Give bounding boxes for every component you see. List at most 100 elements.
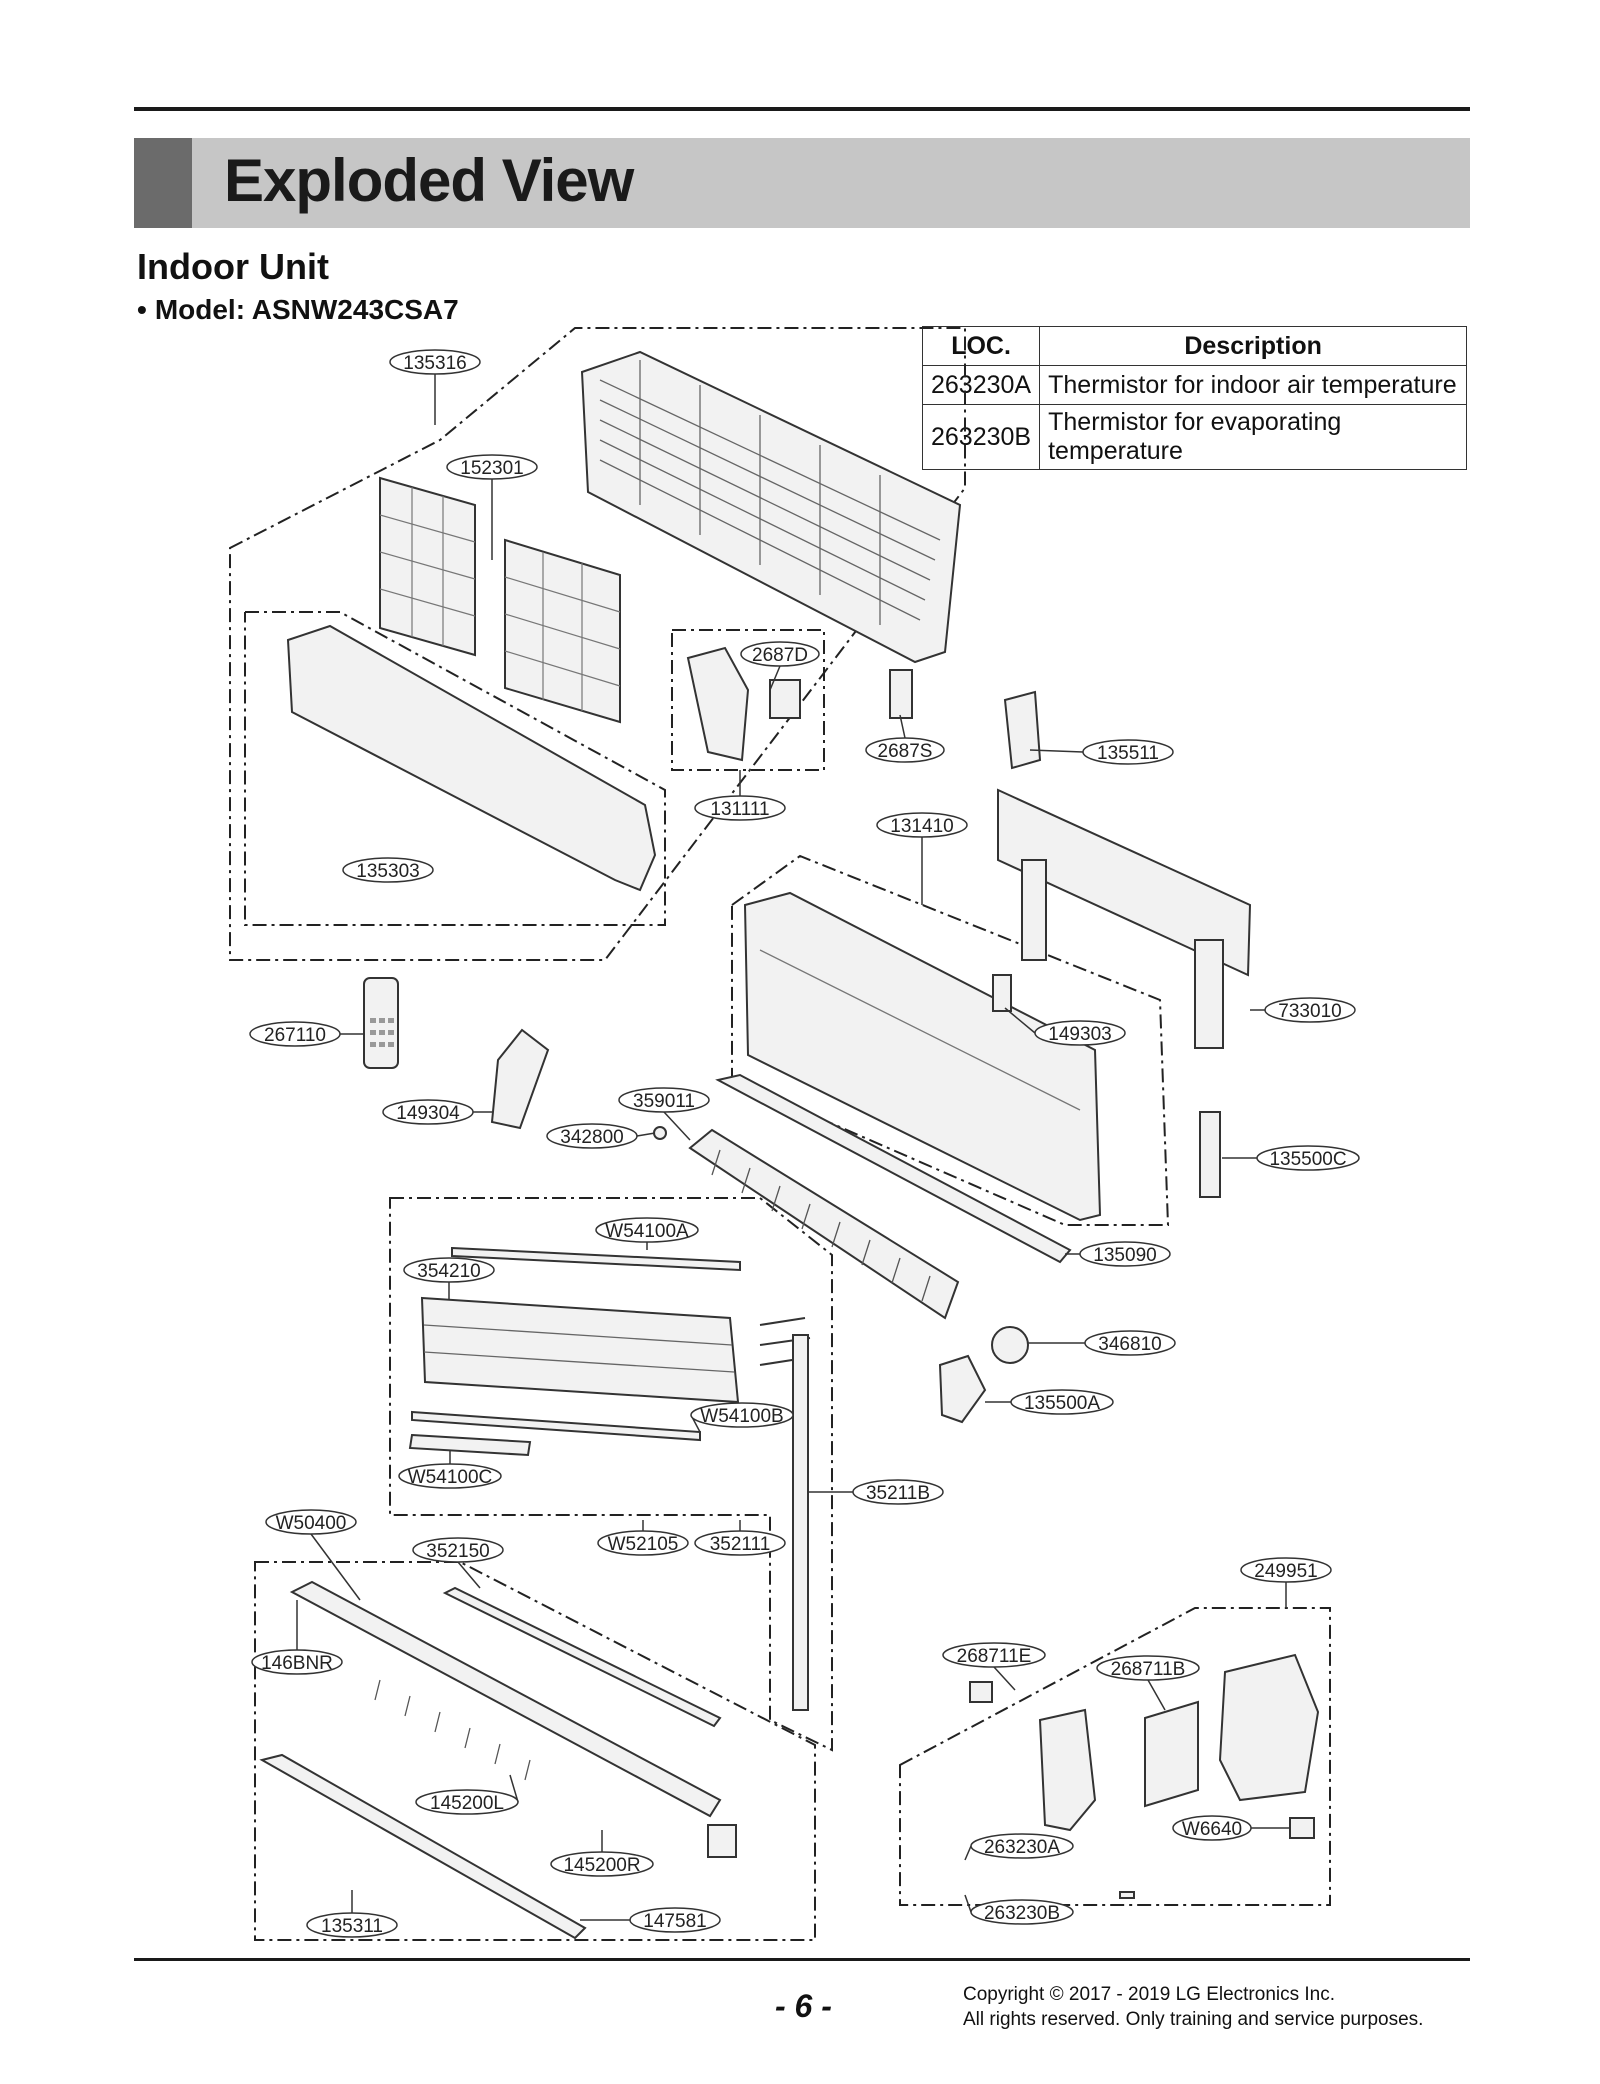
callout-leader xyxy=(310,1533,361,1601)
callout-leader xyxy=(899,714,906,739)
callout: 352150 xyxy=(412,1537,504,1589)
bullet: • xyxy=(137,294,147,325)
callout-label: 267110 xyxy=(264,1025,326,1046)
callout: 346810 xyxy=(1028,1330,1176,1356)
callout-label: 147581 xyxy=(643,1911,706,1932)
callout: 135303 xyxy=(342,857,434,883)
callout-label: 359011 xyxy=(633,1091,695,1112)
callout: 131410 xyxy=(876,812,968,905)
description-cell: Thermistor for evaporating temperature xyxy=(1039,404,1468,470)
chassis-drawing xyxy=(743,891,1102,1222)
callout-leader xyxy=(1029,749,1084,753)
callout-label: 733010 xyxy=(1278,1001,1341,1022)
callout-leader xyxy=(993,1666,1016,1691)
callout-oval xyxy=(595,1217,699,1243)
callout-label: 135500C xyxy=(1269,1149,1346,1170)
seal-lower-drawing xyxy=(408,1433,532,1457)
callout: W52105 xyxy=(597,1520,689,1556)
callout-label: 131410 xyxy=(890,816,953,837)
callout-oval xyxy=(852,1479,944,1505)
seal-bottom-drawing xyxy=(411,1410,701,1442)
copyright-line-1: Copyright © 2017 - 2019 LG Electronics I… xyxy=(963,1984,1336,2005)
callout-label: 145200R xyxy=(563,1855,640,1876)
callout-oval xyxy=(415,1789,519,1815)
callout-oval xyxy=(398,1463,502,1489)
bottom-rule xyxy=(134,1958,1470,1961)
loc-table: LOC. Description 263230A Thermistor for … xyxy=(921,326,1468,470)
callout-oval xyxy=(550,1851,654,1877)
callout-oval xyxy=(403,1257,495,1283)
loc-cell: 263230B xyxy=(921,404,1041,470)
callout: 135316 xyxy=(389,349,481,425)
callout: 135500A xyxy=(985,1389,1114,1415)
heat-exchanger-group-outline xyxy=(389,1197,833,1752)
callout: 359011 xyxy=(618,1087,710,1141)
description-column-header: Description xyxy=(1039,326,1468,366)
loc-cell: 263230A xyxy=(921,365,1041,405)
callout-label: 263230A xyxy=(984,1837,1060,1858)
callout-leader xyxy=(636,1132,656,1137)
callout-leader xyxy=(769,665,781,691)
callout-label: 352111 xyxy=(710,1534,771,1555)
table-row: 263230A Thermistor for indoor air temper… xyxy=(921,365,1468,405)
callout: 268711E xyxy=(942,1642,1046,1691)
seal-top-drawing xyxy=(451,1246,741,1272)
copyright-notice: Copyright © 2017 - 2019 LG Electronics I… xyxy=(963,1982,1423,2032)
control-box-group-outline xyxy=(899,1607,1331,1906)
callout-oval xyxy=(690,1402,794,1428)
cross-flow-fan-drawing xyxy=(688,1128,960,1320)
callout-oval xyxy=(251,1649,343,1675)
section-banner: Exploded View xyxy=(134,138,1470,228)
callout: 268711B xyxy=(1096,1655,1200,1711)
component-drawings xyxy=(259,350,1320,1940)
callout-oval xyxy=(446,454,538,480)
callout-leader xyxy=(457,1561,481,1589)
remote-holder-drawing xyxy=(490,1028,550,1130)
callout-label: 135511 xyxy=(1097,743,1159,764)
control-box-drawing xyxy=(969,1653,1320,1899)
callout: W54100B xyxy=(690,1402,794,1433)
callout: W54100A xyxy=(595,1217,699,1250)
callout-oval xyxy=(1240,1557,1332,1583)
callout-label: W54100B xyxy=(700,1406,783,1427)
callout-oval xyxy=(629,1907,721,1933)
callout-oval xyxy=(740,641,820,667)
callout-leader xyxy=(663,1111,691,1141)
callout: 352111 xyxy=(694,1520,786,1556)
chassis-clip-drawing xyxy=(992,974,1012,1012)
callout-oval xyxy=(1172,1815,1252,1841)
cover-bracket-drawing xyxy=(1003,690,1042,770)
fan-motor-drawing xyxy=(991,1326,1029,1364)
callout-label: 135500A xyxy=(1024,1393,1100,1414)
callout: 263230B xyxy=(964,1894,1074,1925)
evaporator-drawing xyxy=(420,1296,740,1404)
callout-oval xyxy=(342,857,434,883)
callout: 267110 xyxy=(249,1021,364,1047)
callout: 2687D xyxy=(740,641,820,691)
callout: 152301 xyxy=(446,454,538,560)
air-filter-drawing xyxy=(379,476,621,724)
callout-label: W54100A xyxy=(605,1221,689,1242)
side-cover-drawing xyxy=(1199,1111,1221,1198)
callout: 147581 xyxy=(580,1907,721,1933)
callout: 342800 xyxy=(546,1123,656,1149)
banner-accent xyxy=(134,138,192,228)
table-row: 263230B Thermistor for evaporating tempe… xyxy=(921,404,1468,470)
callout-label: W6640 xyxy=(1182,1819,1242,1840)
callout-label: 263230B xyxy=(984,1903,1060,1924)
callout: W50400 xyxy=(265,1509,361,1601)
callout-label: 342800 xyxy=(560,1127,623,1148)
front-grille-drawing xyxy=(286,624,657,892)
horizontal-vane-drawing xyxy=(259,1753,587,1940)
description-cell: Thermistor for indoor air temperature xyxy=(1039,365,1468,405)
callout-oval xyxy=(970,1899,1074,1925)
callout: 135090 xyxy=(1065,1241,1171,1267)
callout-label: W52105 xyxy=(608,1534,679,1555)
callout-oval xyxy=(546,1123,638,1149)
top-rule xyxy=(134,107,1470,111)
callout-oval xyxy=(306,1912,398,1938)
front-panel-group-outline xyxy=(229,327,966,961)
callout-oval xyxy=(694,795,786,821)
air-guide-drawing xyxy=(289,1580,722,1818)
